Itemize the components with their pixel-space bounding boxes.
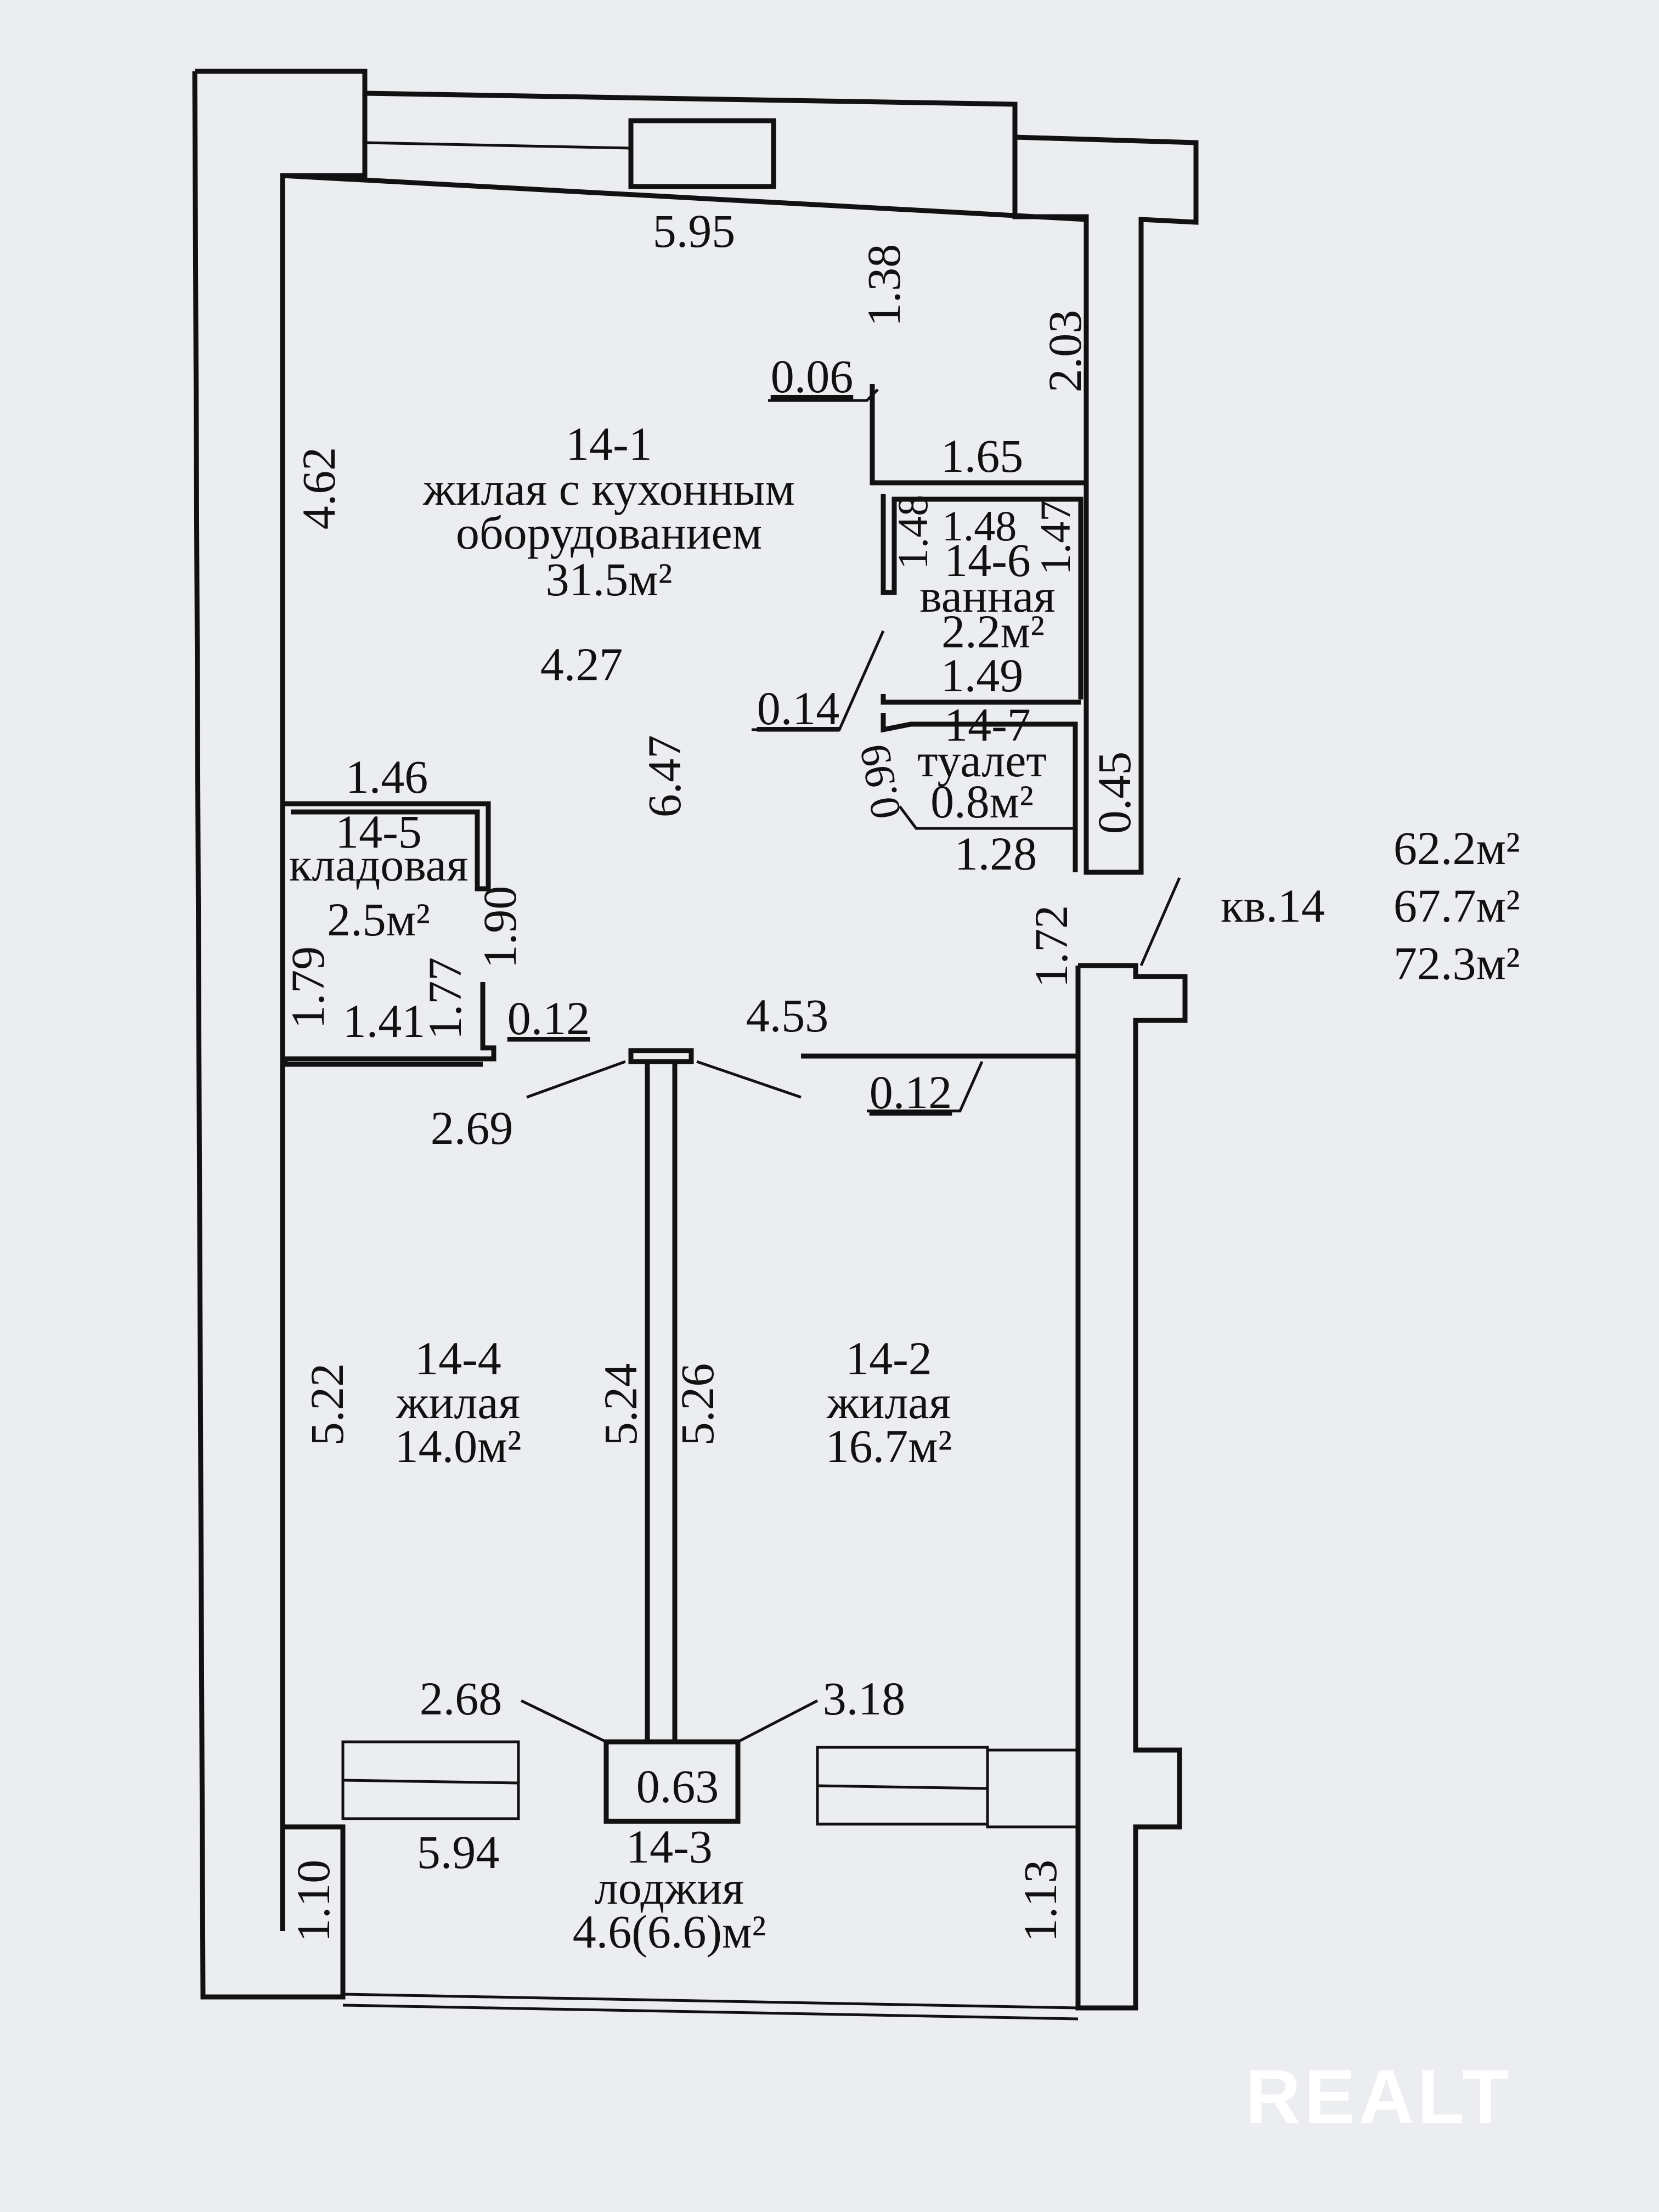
top-window-frame-inner — [364, 141, 631, 150]
room-14-2-area: 16.7м² — [826, 1420, 952, 1472]
dim-pantry-wall: 0.12 — [507, 992, 590, 1045]
top-window-frame — [364, 91, 1018, 137]
room-14-3-area: 4.6(6.6)м² — [573, 1905, 766, 1958]
walls — [192, 69, 1199, 2021]
leader-apartment — [1139, 877, 1181, 967]
dim-room2-top: 4.53 — [746, 989, 829, 1042]
dim-kitchen-left: 4.62 — [292, 447, 345, 530]
apartment-area-total: 67.7м² — [1393, 879, 1520, 932]
room-14-7-id: 14-7 — [944, 698, 1031, 751]
bath-box — [881, 494, 1084, 699]
dim-pantry-inner: 1.77 — [419, 957, 471, 1040]
dim-room4-top: 2.69 — [431, 1102, 514, 1154]
left-outer-wall-outer — [192, 71, 346, 2000]
leader-0.14 — [752, 630, 885, 731]
bath-bottom-wall — [881, 694, 1081, 705]
pantry-front — [283, 982, 496, 1067]
toilet-bottom — [899, 805, 1075, 830]
top-pier — [628, 118, 776, 189]
room-14-7-area: 0.8м² — [930, 775, 1034, 828]
apartment-area-living: 62.2м² — [1393, 822, 1520, 874]
dim-partition-014: 0.14 — [757, 682, 840, 735]
room-labels: 14-1 жилая с кухонным оборудованием 31.5… — [289, 417, 1056, 1958]
dim-loggia-left: 1.10 — [287, 1860, 340, 1943]
room-14-1-name-line2: оборудованием — [456, 506, 762, 559]
room-14-6-area: 2.2м² — [941, 605, 1045, 658]
room-14-5-name: кладовая — [289, 838, 469, 891]
leader-door — [696, 1060, 802, 1099]
room-14-4-id: 14-4 — [415, 1332, 501, 1385]
right-pier — [986, 1748, 1078, 1829]
dim-kitchen-top: 1.38 — [857, 244, 910, 327]
dim-kitchen-mid: 4.27 — [540, 638, 623, 691]
dim-pantry-left: 1.79 — [281, 946, 334, 1029]
room-14-3-id: 14-3 — [626, 1820, 713, 1873]
room-14-2-name: жилая — [826, 1376, 951, 1429]
dim-bath-width: 1.48 — [942, 502, 1017, 550]
dim-room4-bottom: 2.68 — [420, 1672, 503, 1725]
bath-partition — [870, 384, 1086, 486]
dim-loggia-width: 5.94 — [417, 1826, 500, 1878]
room-14-1-id: 14-1 — [566, 417, 652, 470]
partition-cap — [628, 1048, 694, 1064]
dim-kitchen-depth: 6.47 — [638, 735, 691, 818]
loggia-post — [603, 1739, 741, 1824]
room-14-3-name: лоджия — [595, 1861, 744, 1914]
leader-3.18 — [737, 1699, 819, 1743]
left-outer-wall — [195, 69, 368, 1931]
right-outer-wall — [1075, 963, 1188, 2011]
pantry-wall — [283, 801, 491, 891]
dim-toilet-bottom: 1.28 — [955, 827, 1037, 880]
apartment-area-with-loggia: 72.3м² — [1393, 937, 1520, 990]
dim-room4-left: 5.22 — [301, 1363, 353, 1446]
dim-loggia-right: 1.13 — [1014, 1860, 1066, 1943]
dim-loggia-post: 0.63 — [636, 1760, 719, 1813]
dimensions: 5.95 1.38 2.03 0.06 1.65 4.62 1.48 1.48 … — [281, 205, 1141, 1942]
dim-bath-top: 1.65 — [941, 430, 1024, 482]
room-14-4-area: 14.0м² — [395, 1420, 522, 1472]
room-14-5-id: 14-5 — [335, 805, 422, 858]
dim-top-width: 5.95 — [653, 205, 736, 257]
dim-bath-bottom: 1.49 — [941, 649, 1024, 702]
dim-pantry-height: 1.90 — [473, 886, 526, 969]
dim-entry-width: 1.72 — [1025, 905, 1077, 988]
dim-room4-right: 5.24 — [594, 1363, 647, 1446]
leader-2.68 — [520, 1699, 607, 1743]
dim-right-post: 0.45 — [1088, 752, 1141, 834]
room-14-2-id: 14-2 — [845, 1332, 932, 1385]
dim-bath-left: 1.48 — [889, 495, 936, 570]
dim-room2-left: 5.26 — [671, 1363, 724, 1446]
room-14-1-area: 31.5м² — [546, 553, 673, 606]
loggia-window-left-mid — [342, 1779, 519, 1785]
loggia-rail-1 — [342, 1993, 1079, 2010]
leader-0.12 — [867, 1060, 984, 1113]
watermark-logo: REALT — [1245, 2053, 1512, 2140]
dim-kitchen-right: 2.03 — [1039, 310, 1091, 393]
dim-room2-bottom: 3.18 — [823, 1672, 906, 1725]
leader-0.06 — [768, 388, 879, 402]
dim-toilet-diag: 0.99 — [850, 741, 910, 823]
dim-room2-wall: 0.12 — [870, 1066, 952, 1119]
room-14-4-name: жилая — [396, 1376, 520, 1429]
toilet-box — [881, 713, 1078, 872]
loggia-rail-2 — [342, 2004, 1079, 2021]
apartment-label: кв.14 — [1221, 879, 1325, 932]
room-14-6-id: 14-6 — [944, 534, 1031, 586]
room-14-5-area: 2.5м² — [327, 893, 430, 946]
dim-pantry-top: 1.46 — [346, 751, 428, 803]
room-14-1-name-line1: жилая с кухонным — [422, 462, 795, 515]
leader-2.69 — [526, 1060, 626, 1099]
top-inner-wall — [282, 173, 1087, 222]
loggia-window-right-mid — [817, 1784, 988, 1790]
dim-bath-right: 1.47 — [1031, 500, 1079, 575]
dim-post-small: 0.06 — [771, 350, 854, 403]
room-14-6-name: ванная — [919, 569, 1055, 622]
room-14-7-name: туалет — [917, 734, 1047, 787]
dim-pantry-bottom: 1.41 — [343, 995, 426, 1047]
apartment-summary: кв.14 62.2м² 67.7м² 72.3м² — [1221, 822, 1520, 990]
